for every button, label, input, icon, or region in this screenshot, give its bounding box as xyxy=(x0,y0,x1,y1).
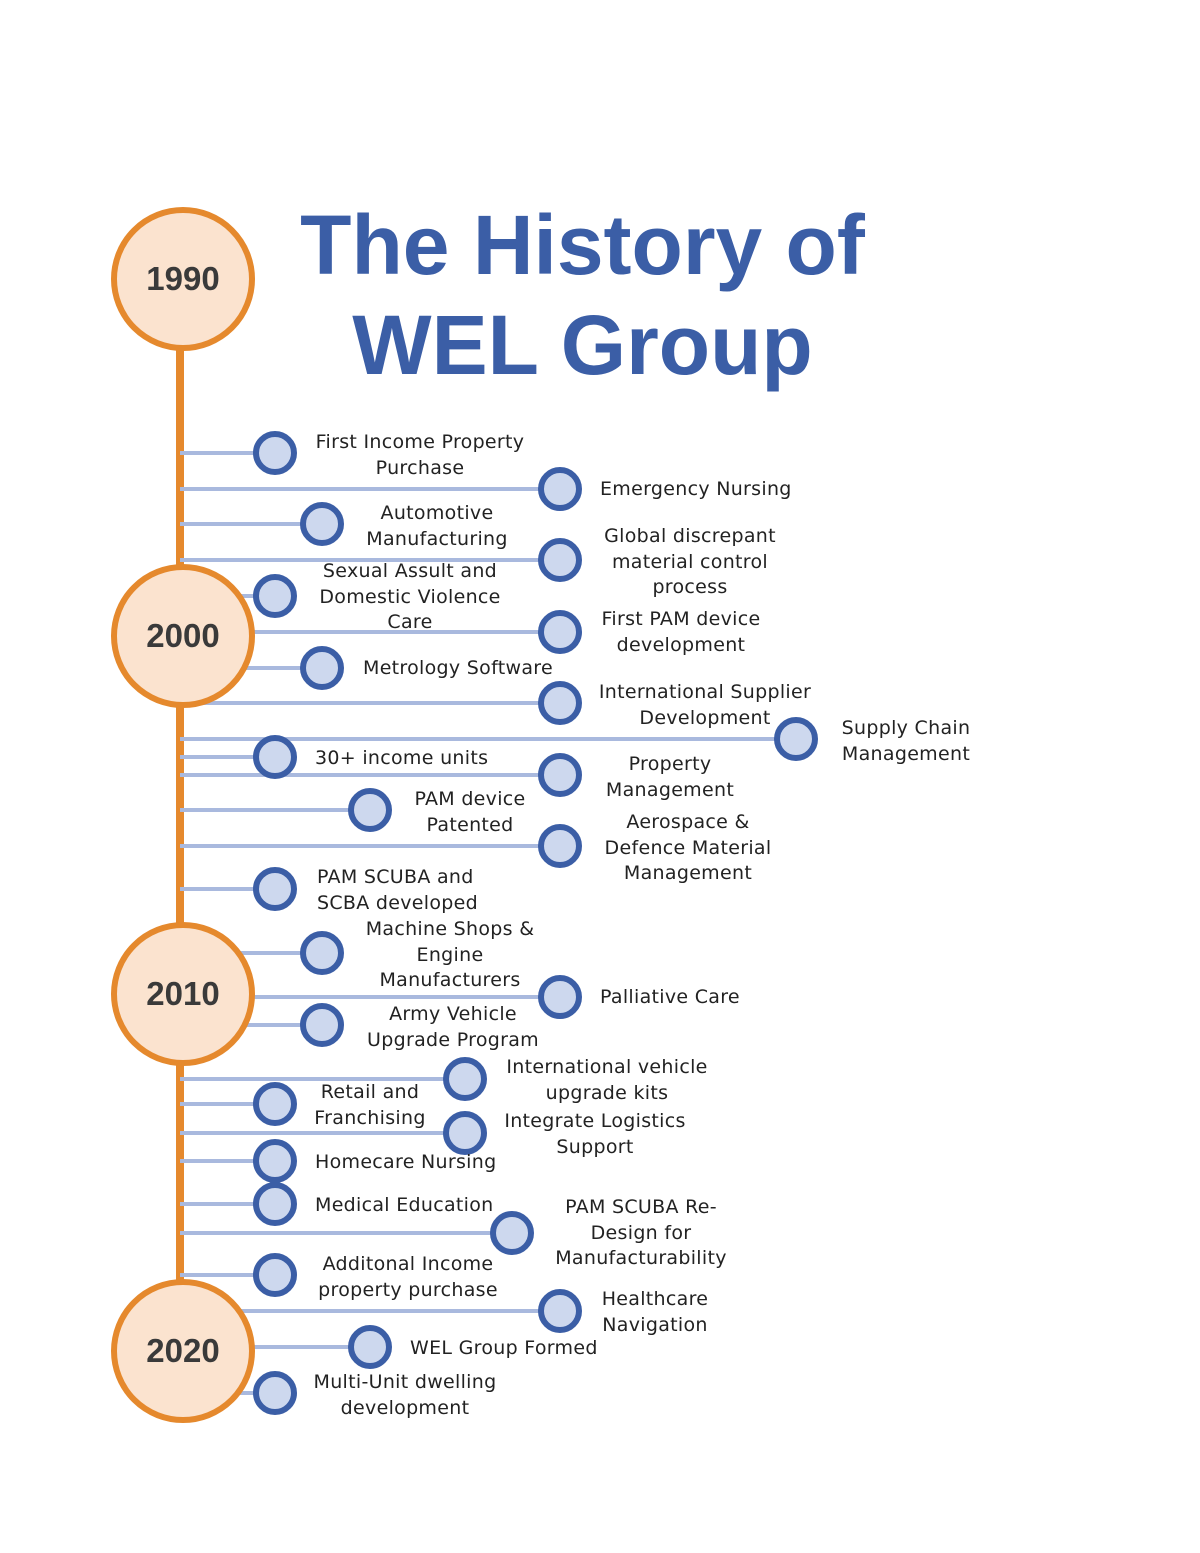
event-node-icon xyxy=(253,1182,297,1226)
event-node-icon xyxy=(538,681,582,725)
timeline-spine xyxy=(176,276,184,1348)
connector-line xyxy=(180,1159,275,1163)
event-node-icon xyxy=(538,610,582,654)
event-label: Metrology Software xyxy=(363,657,553,679)
event-node-icon xyxy=(253,1371,297,1415)
event-label: First Income Property Purchase xyxy=(315,431,525,479)
connector-line xyxy=(180,755,275,759)
event-label: Machine Shops & Engine Manufacturers xyxy=(365,918,535,991)
event-node-icon xyxy=(348,788,392,832)
event-node-icon xyxy=(348,1325,392,1369)
year-marker-2020: 2020 xyxy=(111,1279,255,1423)
event-node-icon xyxy=(538,1289,582,1333)
event-node-icon xyxy=(490,1211,534,1255)
event-label: International Supplier Development xyxy=(598,681,812,729)
event-label: Integrate Logistics Support xyxy=(504,1110,686,1158)
connector-line xyxy=(180,487,560,491)
event-node-icon xyxy=(538,824,582,868)
event-node-icon xyxy=(443,1111,487,1155)
year-marker-2000: 2000 xyxy=(111,564,255,708)
event-node-icon xyxy=(253,867,297,911)
event-label: Supply Chain Management xyxy=(841,717,971,765)
title-line-2: WEL Group xyxy=(352,298,813,392)
event-label: Additonal Income property purchase xyxy=(318,1253,498,1301)
connector-line xyxy=(180,1231,512,1235)
event-label: PAM device Patented xyxy=(414,788,526,836)
event-label: PAM SCUBA Re- Design for Manufacturabili… xyxy=(555,1196,727,1269)
connector-line xyxy=(180,1273,275,1277)
event-label: Medical Education xyxy=(315,1194,494,1216)
event-node-icon xyxy=(300,502,344,546)
event-label: Sexual Assult and Domestic Violence Care xyxy=(319,560,501,633)
event-label: International vehicle upgrade kits xyxy=(506,1056,708,1104)
event-label: WEL Group Formed xyxy=(410,1337,598,1359)
connector-line xyxy=(180,1077,465,1081)
connector-line xyxy=(180,844,560,848)
event-label: PAM SCUBA and SCBA developed xyxy=(317,866,478,914)
event-label: 30+ income units xyxy=(315,747,489,769)
event-label: Healthcare Navigation xyxy=(601,1288,709,1336)
event-node-icon xyxy=(538,467,582,511)
event-node-icon xyxy=(774,717,818,761)
event-label: Emergency Nursing xyxy=(600,478,792,500)
event-label: Multi-Unit dwelling development xyxy=(313,1371,497,1419)
year-marker-2010: 2010 xyxy=(111,922,255,1066)
event-node-icon xyxy=(253,1139,297,1183)
title-line-1: The History of xyxy=(300,198,865,292)
connector-line xyxy=(180,701,560,705)
event-label: Global discrepant material control proce… xyxy=(604,525,776,598)
event-node-icon xyxy=(253,1253,297,1297)
event-node-icon xyxy=(538,753,582,797)
connector-line xyxy=(180,1102,275,1106)
event-node-icon xyxy=(538,538,582,582)
event-label: Palliative Care xyxy=(600,986,740,1008)
event-label: Automotive Manufacturing xyxy=(366,502,508,550)
connector-line xyxy=(180,951,322,955)
event-node-icon xyxy=(300,646,344,690)
event-label: Property Management xyxy=(605,753,735,801)
connector-line xyxy=(180,630,560,634)
event-node-icon xyxy=(253,1082,297,1126)
connector-line xyxy=(180,1131,465,1135)
event-node-icon xyxy=(538,975,582,1019)
event-node-icon xyxy=(300,1003,344,1047)
connector-line xyxy=(180,808,370,812)
event-label: First PAM device development xyxy=(601,608,761,656)
event-label: Army Vehicle Upgrade Program xyxy=(367,1003,539,1051)
event-node-icon xyxy=(443,1057,487,1101)
connector-line xyxy=(180,1202,275,1206)
connector-line xyxy=(180,887,275,891)
event-label: Retail and Franchising xyxy=(314,1081,426,1129)
connector-line xyxy=(180,737,796,741)
connector-line xyxy=(180,995,560,999)
event-node-icon xyxy=(253,574,297,618)
event-label: Homecare Nursing xyxy=(315,1151,497,1173)
event-node-icon xyxy=(253,735,297,779)
year-marker-1990: 1990 xyxy=(111,207,255,351)
connector-line xyxy=(180,522,322,526)
event-node-icon xyxy=(253,431,297,475)
connector-line xyxy=(180,451,275,455)
connector-line xyxy=(180,558,560,562)
connector-line xyxy=(180,666,322,670)
connector-line xyxy=(180,1345,370,1349)
connector-line xyxy=(180,773,560,777)
event-label: Aerospace & Defence Material Management xyxy=(604,811,772,884)
connector-line xyxy=(180,1309,560,1313)
connector-line xyxy=(180,1023,322,1027)
event-node-icon xyxy=(300,931,344,975)
